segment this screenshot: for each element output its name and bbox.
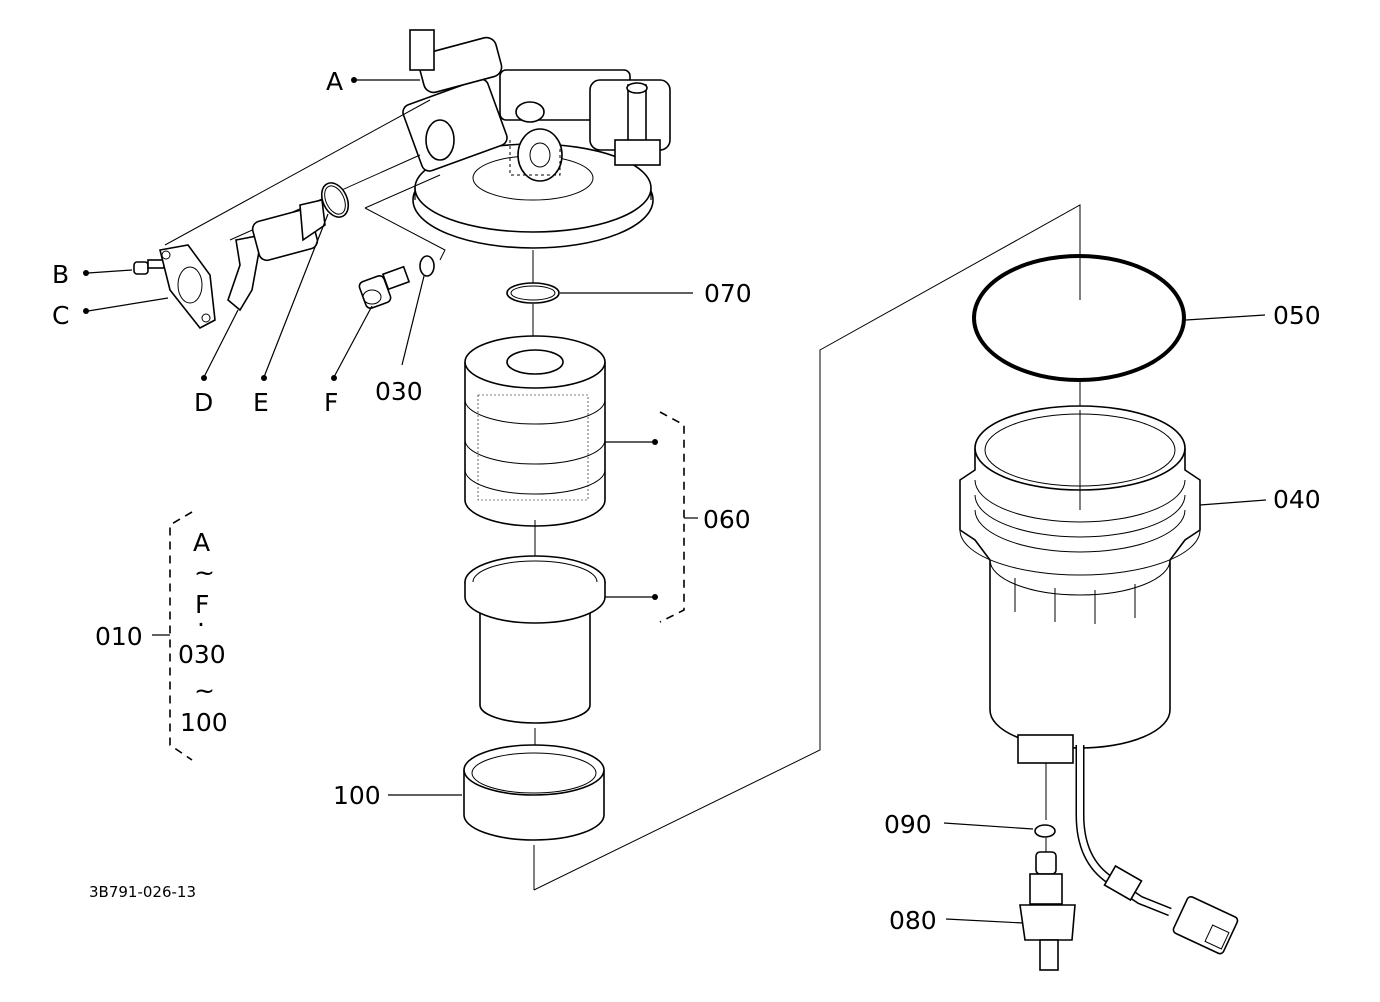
oring-090 <box>1034 824 1056 838</box>
filter-element <box>464 335 606 527</box>
label-040: 040 <box>1273 485 1321 514</box>
plug-F <box>358 265 411 309</box>
label-A: A <box>326 67 343 96</box>
note-dot: · <box>197 610 205 639</box>
note-line2: F <box>195 590 209 619</box>
label-100: 100 <box>333 781 381 810</box>
element-cup <box>464 555 606 724</box>
bowl-040 <box>959 405 1201 764</box>
label-C: C <box>52 301 69 330</box>
connector-plug <box>1172 895 1239 955</box>
label-080: 080 <box>889 906 937 935</box>
label-070: 070 <box>704 279 752 308</box>
note-line4: 100 <box>180 708 228 737</box>
label-090: 090 <box>884 810 932 839</box>
oring-E <box>320 182 350 218</box>
screw-B <box>133 259 165 275</box>
lever-D <box>227 199 326 312</box>
note-line1: A <box>193 528 210 557</box>
label-010: 010 <box>95 622 143 651</box>
ring-100 <box>463 744 605 841</box>
note-tilde1: ~ <box>194 558 215 587</box>
label-D: D <box>194 388 213 417</box>
gasket-C <box>159 244 216 330</box>
label-050: 050 <box>1273 301 1321 330</box>
label-030: 030 <box>375 377 423 406</box>
drain-sensor-080 <box>1019 851 1076 971</box>
note-tilde2: ~ <box>194 676 215 705</box>
filter-head <box>402 29 671 249</box>
oring-050 <box>972 254 1186 382</box>
label-E: E <box>253 388 269 417</box>
label-F: F <box>324 388 338 417</box>
diagram-code: 3B791-026-13 <box>89 883 196 901</box>
note-line3: 030 <box>178 640 226 669</box>
label-060: 060 <box>703 505 751 534</box>
oring-030 <box>419 255 435 277</box>
label-B: B <box>52 260 69 289</box>
